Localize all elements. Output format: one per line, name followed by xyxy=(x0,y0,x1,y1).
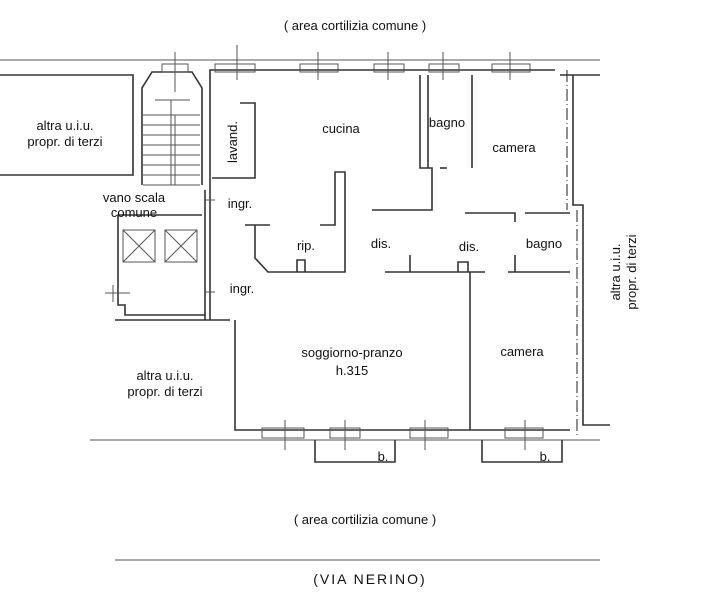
stair-label: comune xyxy=(111,205,157,220)
room-label-camera: camera xyxy=(492,140,536,155)
room-label-camera: camera xyxy=(500,344,544,359)
neighbour-label: altra u.i.u. xyxy=(36,118,93,133)
windows xyxy=(161,45,544,450)
room-label-ingr: ingr. xyxy=(228,196,253,211)
room-label-cucina: cucina xyxy=(322,121,360,136)
room-label-dis: dis. xyxy=(459,239,479,254)
stair-label: vano scala xyxy=(103,190,166,205)
courtyard-bottom-label: ( area cortilizia comune ) xyxy=(294,512,436,527)
neighbour-label: altra u.i.u. xyxy=(608,243,623,300)
neighbour-label: propr. di terzi xyxy=(27,134,102,149)
room-label-rip: rip. xyxy=(297,238,315,253)
neighbour-label: propr. di terzi xyxy=(624,234,639,309)
neighbour-label: altra u.i.u. xyxy=(136,368,193,383)
room-label-bagno: bagno xyxy=(526,236,562,251)
balcony-label: b. xyxy=(540,449,551,464)
elevator-icons xyxy=(105,229,198,302)
exterior-walls xyxy=(115,69,610,435)
neighbour-label: propr. di terzi xyxy=(127,384,202,399)
room-label-dis: dis. xyxy=(371,236,391,251)
room-label-ingr: ingr. xyxy=(230,281,255,296)
interior-walls xyxy=(206,75,570,430)
courtyard-top-label: ( area cortilizia comune ) xyxy=(284,18,426,33)
balcony-label: b. xyxy=(378,449,389,464)
room-label-bagno: bagno xyxy=(429,115,465,130)
balconies xyxy=(314,440,563,463)
room-height-label: h.315 xyxy=(336,363,369,378)
room-label-soggiorno: soggiorno-pranzo xyxy=(301,345,402,360)
street-label: (VIA NERINO) xyxy=(313,571,426,587)
room-label-lavand: lavand. xyxy=(225,121,240,163)
